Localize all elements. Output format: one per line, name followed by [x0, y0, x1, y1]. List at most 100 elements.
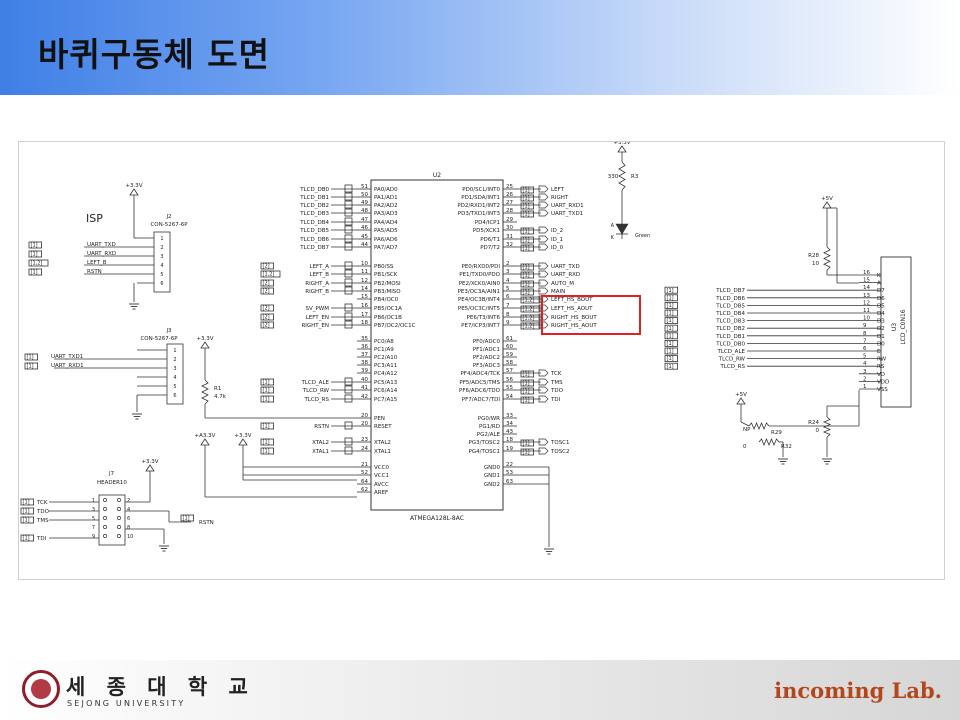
- lcd-net-ref-text: [1]: [667, 333, 674, 339]
- footer-bar: [0, 660, 960, 720]
- j7-pin: [117, 498, 121, 502]
- net-ref: [260, 395, 275, 403]
- net-ref: [260, 378, 275, 386]
- led-anode: A: [611, 223, 615, 229]
- net-ref: [520, 202, 535, 210]
- net-pin-box: [344, 278, 353, 287]
- net-name: RIGHT_HS_AOUT: [551, 323, 597, 329]
- lcd-net-name: TLCD_DB2: [715, 326, 745, 332]
- lcd-net-name: TLCD_ALE: [716, 349, 745, 355]
- mcu-pin-num: 23: [361, 437, 368, 443]
- net-name: TLCD_DB4: [299, 220, 329, 226]
- mcu-pin-num: 50: [361, 192, 368, 198]
- mcu-pin-name: PD7/T2: [480, 245, 500, 251]
- net-name: RSTN: [314, 424, 329, 430]
- mcu-pin-num: 45: [361, 234, 368, 240]
- mcu-pin-name: PA0/AD0: [374, 187, 398, 193]
- mcu-pin-num: 8: [506, 312, 510, 318]
- lcd-pin-num: 7: [863, 338, 867, 344]
- lcd-pin-num: 9: [863, 323, 867, 329]
- mcu-pin-name: PF0/ADC0: [473, 339, 501, 345]
- mcu-pin-name: PE4/OC3B/INT4: [458, 297, 501, 303]
- mcu-pin-name: PA6/AD6: [374, 237, 398, 243]
- r3-ref: R3: [631, 174, 639, 180]
- net-pin-box: [344, 242, 353, 251]
- net-pin-box: [344, 303, 353, 312]
- lcd-pin-name: D0: [877, 341, 885, 347]
- r29-value: NP: [743, 427, 751, 433]
- lcd-net-ref-text: [1]: [667, 318, 674, 324]
- j7-net-ref: [20, 507, 35, 515]
- net-ref: [520, 263, 535, 271]
- net-ref-text: [1,2]: [523, 298, 535, 304]
- mcu-pin-num: 37: [361, 352, 368, 358]
- net-name: TLCD_ALE: [300, 380, 329, 386]
- mcu-pin-num: 11: [361, 269, 368, 275]
- lcd-supply-label: +5V: [821, 196, 833, 202]
- lcd-pin-name: RS: [877, 364, 885, 370]
- r28-resistor: [823, 246, 831, 271]
- j7-pin-num: 8: [127, 525, 130, 531]
- net-arrow: [538, 193, 549, 201]
- j7-pin-num: 9: [92, 534, 95, 540]
- j3-connector: [166, 343, 184, 405]
- mcu-part: ATMEGA128L-8AC: [410, 515, 464, 522]
- mcu-pin-name: PD1/SDA/INT1: [461, 195, 500, 201]
- j7-net-name: TCK: [36, 500, 48, 506]
- isp-net-name: UART_TXD: [87, 242, 116, 248]
- j3-net-ref-text: [1]: [27, 364, 34, 370]
- j3-pin-num: 2: [173, 357, 176, 363]
- j7-net-ref: [20, 498, 35, 506]
- lcd-net-ref-text: [1]: [667, 288, 674, 294]
- mcu-pin-name: PG1/RD: [479, 424, 500, 430]
- mcu-pin-name: PD3/TXD1/INT3: [458, 211, 501, 217]
- j3-pin-num: 1: [173, 348, 176, 354]
- mcu-pin-num: 51: [361, 184, 368, 190]
- net-arrow: [538, 378, 549, 386]
- mcu-pin-num: 56: [506, 377, 513, 383]
- university-seal-icon: [22, 670, 60, 708]
- isp-pin-num: 5: [160, 272, 163, 278]
- a33-supply-label: +A3.3V: [195, 433, 216, 439]
- j7-net-ref: [20, 516, 35, 524]
- net-ref-text: [1]: [523, 450, 530, 456]
- mcu-pin-name: XTAL2: [374, 440, 391, 446]
- net-ref-text: [1]: [523, 372, 530, 378]
- net-ref: [260, 304, 275, 312]
- net-name: ID_1: [551, 237, 563, 243]
- net-ref: [260, 422, 275, 430]
- j7-pin: [117, 534, 121, 538]
- lcd-pin-name: D4: [877, 311, 885, 317]
- lcd-pin-name: A: [877, 281, 881, 287]
- lcd-pin-num: 6: [863, 346, 867, 352]
- mcu-pin-name: VCC1: [374, 473, 389, 479]
- r32-ref: R32: [781, 444, 792, 450]
- net-arrow: [538, 262, 549, 270]
- net-ref-text: [1]: [263, 440, 270, 446]
- mcu-pin-name: PB3/MISO: [374, 289, 401, 295]
- j3-ref: J3: [165, 328, 172, 334]
- net-ref-text: [1]: [523, 389, 530, 395]
- lcd-net-ref: [664, 324, 679, 332]
- j7-net-name: TMS: [36, 518, 49, 524]
- mcu-pin-num: 54: [506, 394, 513, 400]
- net-arrow: [538, 369, 549, 377]
- mcu-pin-num: 6: [506, 294, 510, 300]
- net-ref: [260, 262, 275, 270]
- net-ref-text: [2]: [263, 306, 270, 312]
- net-name: TLCD_RS: [303, 397, 329, 403]
- isp-pin-num: 4: [160, 263, 163, 269]
- mcu-pin-name: PE5/OC3C/INT5: [458, 306, 501, 312]
- mcu-pin-num: 38: [361, 360, 368, 366]
- net-ref: [520, 244, 535, 252]
- net-name: TCK: [550, 371, 562, 377]
- isp-net-ref: [28, 259, 49, 267]
- j7-pin-num: 5: [92, 516, 95, 522]
- isp-pin-num: 1: [160, 236, 163, 242]
- mcu-pin-name: PG3/TOSC2: [469, 440, 500, 446]
- mcu-pin-name: PB7/OC2/OC1C: [374, 323, 416, 329]
- net-pin-box: [344, 208, 353, 217]
- parts: [20, 145, 912, 555]
- mcu-pin-name: PA7/AD7: [374, 245, 398, 251]
